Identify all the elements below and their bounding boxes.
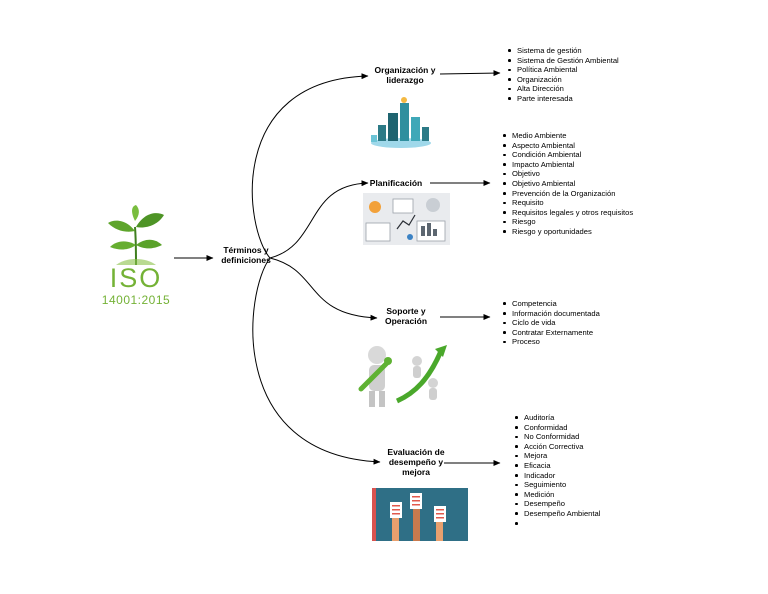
planning-desk-illustration bbox=[363, 193, 450, 245]
logo-standard-text: 14001:2015 bbox=[101, 293, 171, 307]
list-item: Proceso bbox=[503, 337, 600, 347]
curve-to-planificacion bbox=[269, 180, 369, 259]
list-item: Eficacia bbox=[514, 461, 600, 471]
list-item: No Conformidad bbox=[514, 432, 600, 442]
branch-soporte-label: Soporte y Operación bbox=[384, 306, 428, 326]
soporte-items-list: Competencia Información documentada Cicl… bbox=[500, 299, 600, 347]
list-item: Contratar Externamente bbox=[503, 328, 600, 338]
list-item: Riesgo bbox=[502, 217, 633, 227]
list-item: Medio Ambiente bbox=[502, 131, 633, 141]
list-item: Impacto Ambiental bbox=[502, 160, 633, 170]
branch-planificacion-label: Planificación bbox=[369, 178, 423, 188]
list-item: Objetivo bbox=[502, 169, 633, 179]
list-item: Alta Dirección bbox=[508, 84, 619, 94]
planificacion-items-list: Medio Ambiente Aspecto Ambiental Condici… bbox=[500, 131, 633, 237]
arrow-organizacion-items bbox=[439, 70, 501, 77]
list-item: Aspecto Ambiental bbox=[502, 141, 633, 151]
list-item: Mejora bbox=[514, 451, 600, 461]
list-item: Sistema de Gestión Ambiental bbox=[508, 55, 619, 65]
list-item: Ciclo de vida bbox=[503, 318, 600, 328]
list-item: Conformidad bbox=[514, 423, 600, 433]
list-item: Medición bbox=[514, 490, 600, 500]
iso-logo: ISO 14001:2015 bbox=[96, 205, 176, 310]
curve-to-evaluacion bbox=[252, 257, 381, 465]
organizacion-items-list: Sistema de gestión Sistema de Gestión Am… bbox=[505, 46, 619, 104]
leaf-sprout-icon bbox=[108, 205, 164, 266]
list-item: Condición Ambiental bbox=[502, 150, 633, 160]
list-item: Prevención de la Organización bbox=[502, 189, 633, 199]
list-item bbox=[514, 519, 600, 529]
city-leadership-illustration bbox=[366, 95, 436, 150]
list-item: Objetivo Ambiental bbox=[502, 179, 633, 189]
list-item: Seguimiento bbox=[514, 480, 600, 490]
evaluacion-items-list: Auditoría Conformidad No Conformidad Acc… bbox=[512, 413, 600, 528]
center-node-terminos: Términos y definiciones bbox=[221, 245, 271, 265]
list-item: Organización bbox=[508, 75, 619, 85]
list-item: Auditoría bbox=[514, 413, 600, 423]
list-item: Indicador bbox=[514, 471, 600, 481]
list-item: Desempeño bbox=[514, 499, 600, 509]
list-item: Desempeño Ambiental bbox=[514, 508, 601, 518]
curve-to-soporte bbox=[269, 257, 378, 321]
list-item: Requisitos legales y otros requisitos bbox=[502, 207, 634, 217]
list-item: Riesgo y oportunidades bbox=[502, 227, 633, 237]
curve-to-organizacion bbox=[251, 73, 369, 259]
branch-evaluacion-label: Evaluación de desempeño y mejora bbox=[387, 447, 445, 477]
logo-iso-text: ISO bbox=[109, 263, 163, 293]
evaluation-checklist-illustration bbox=[372, 488, 468, 541]
list-item: Sistema de gestión bbox=[508, 46, 619, 56]
list-item: Acción Correctiva bbox=[514, 442, 600, 452]
branch-organizacion-label: Organización y liderazgo bbox=[374, 65, 436, 85]
list-item: Requisito bbox=[502, 198, 633, 208]
list-item: Competencia bbox=[503, 299, 600, 309]
list-item: Parte interesada bbox=[508, 94, 619, 104]
list-item: Política Ambiental bbox=[508, 65, 619, 75]
support-wrench-figure-illustration bbox=[357, 341, 453, 411]
list-item: Información documentada bbox=[503, 308, 600, 318]
